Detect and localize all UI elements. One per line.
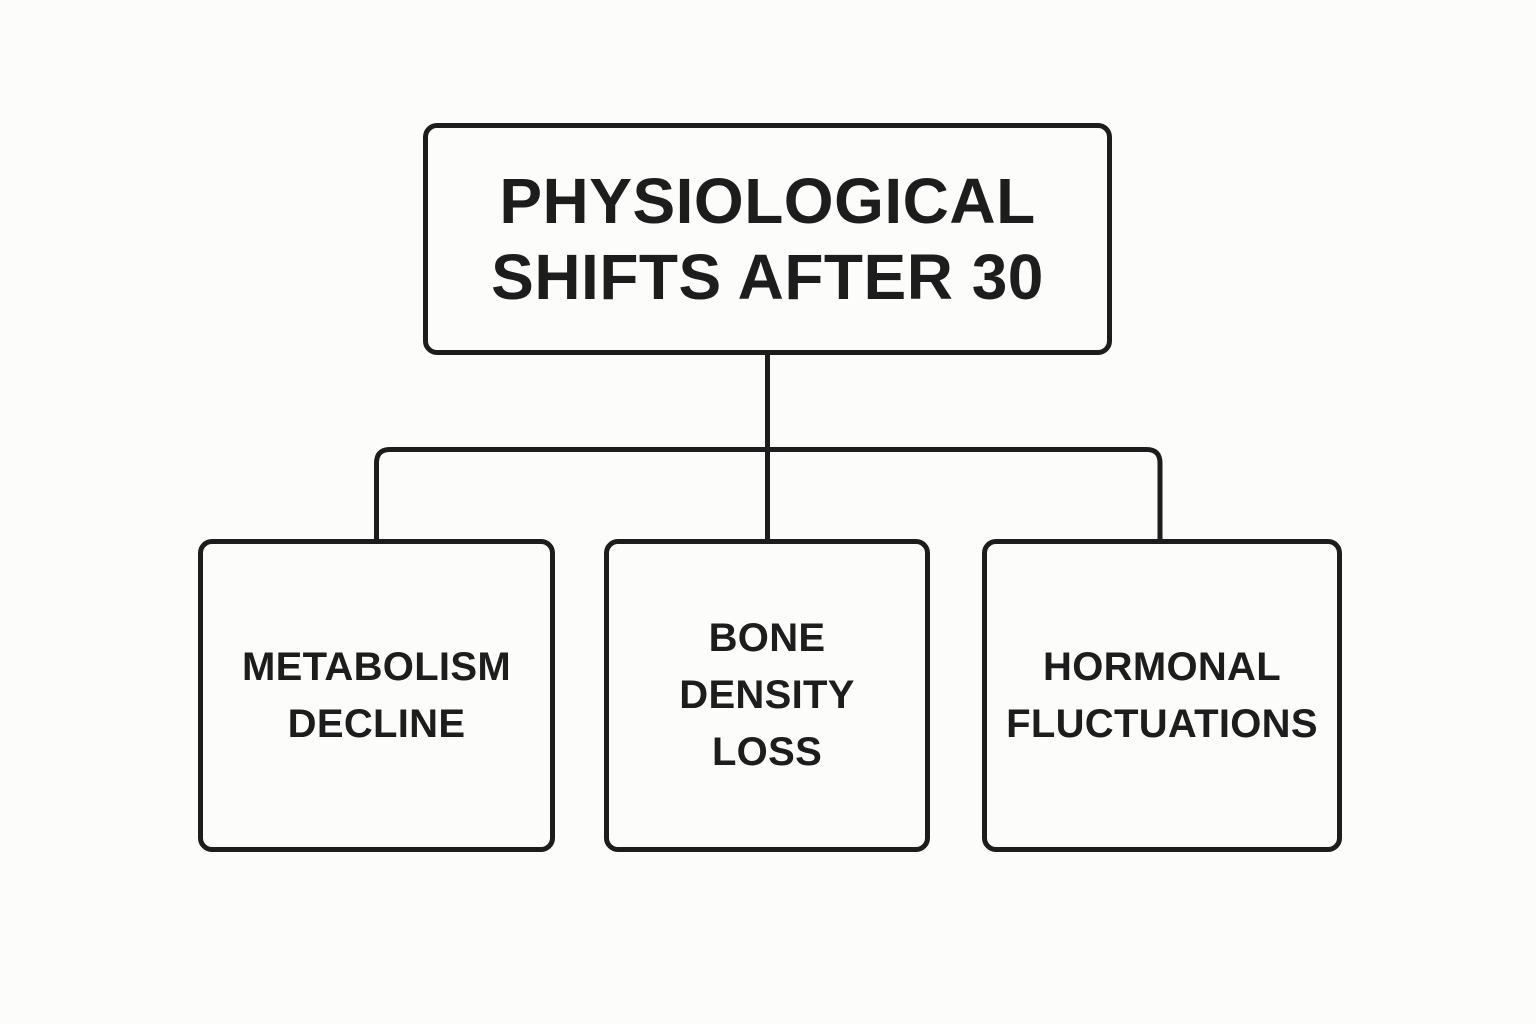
node-label-line: HORMONAL	[1043, 644, 1281, 689]
connector-bar	[374, 447, 1163, 539]
node-label-line: BONE	[708, 616, 826, 660]
node-label-line: DENSITY	[679, 673, 855, 717]
node-label-line: METABOLISM	[242, 644, 511, 689]
node-hormonal-fluctuations: HORMONAL FLUCTUATIONS	[982, 539, 1342, 852]
node-label: BONE DENSITY LOSS	[609, 610, 925, 781]
node-label-line: FLUCTUATIONS	[1006, 701, 1318, 746]
node-bone-density-loss: BONE DENSITY LOSS	[604, 539, 930, 852]
node-label: METABOLISM DECLINE	[203, 639, 550, 753]
node-label-line: SHIFTS AFTER 30	[491, 241, 1044, 313]
node-label: HORMONAL FLUCTUATIONS	[987, 639, 1337, 753]
node-label-line: LOSS	[711, 730, 823, 774]
node-physiological-shifts-after-30: PHYSIOLOGICAL SHIFTS AFTER 30	[423, 123, 1112, 355]
node-label-line: DECLINE	[287, 701, 466, 746]
node-label-line: PHYSIOLOGICAL	[499, 165, 1036, 237]
node-metabolism-decline: METABOLISM DECLINE	[198, 539, 555, 852]
node-label: PHYSIOLOGICAL SHIFTS AFTER 30	[428, 163, 1107, 315]
